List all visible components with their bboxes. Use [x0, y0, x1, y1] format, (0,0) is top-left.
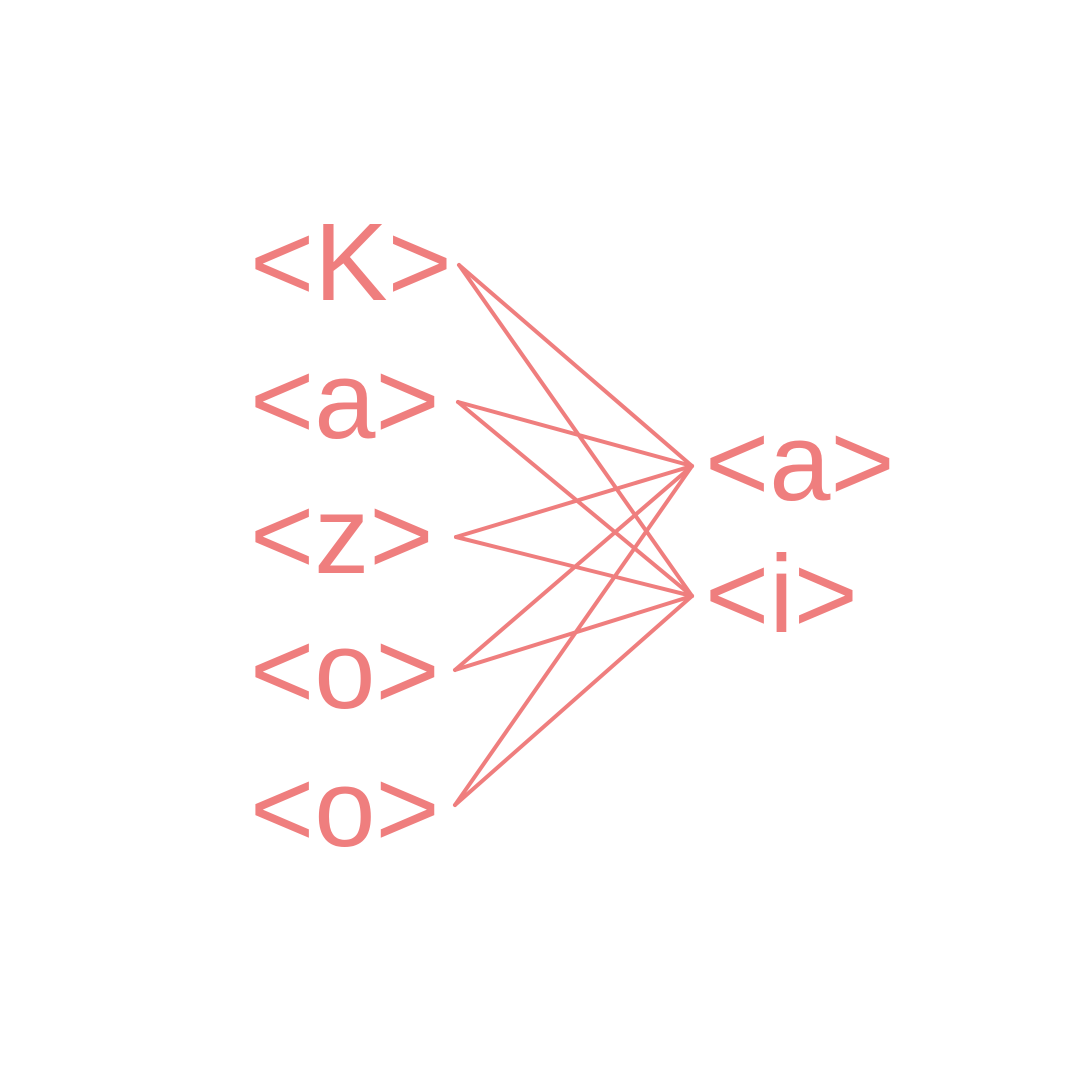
left-token-1: <K>	[250, 201, 452, 324]
edge-group	[453, 263, 694, 807]
left-token-3: <z>	[250, 474, 433, 597]
edge-left-2-to-right-2	[456, 400, 694, 598]
edge-left-5-to-right-2	[453, 594, 694, 807]
edge-left-4-to-right-1	[453, 464, 694, 672]
right-token-1: <a>	[705, 401, 895, 524]
edge-left-2-to-right-1	[456, 400, 694, 468]
edge-left-5-to-right-1	[453, 464, 694, 807]
edge-left-3-to-right-1	[454, 464, 694, 539]
left-token-4: <o>	[250, 609, 440, 732]
left-token-2: <a>	[250, 339, 440, 462]
right-token-2: <i>	[705, 533, 858, 656]
left-token-5: <o>	[250, 747, 440, 870]
edge-left-1-to-right-2	[457, 263, 694, 598]
edge-left-1-to-right-1	[457, 263, 694, 468]
